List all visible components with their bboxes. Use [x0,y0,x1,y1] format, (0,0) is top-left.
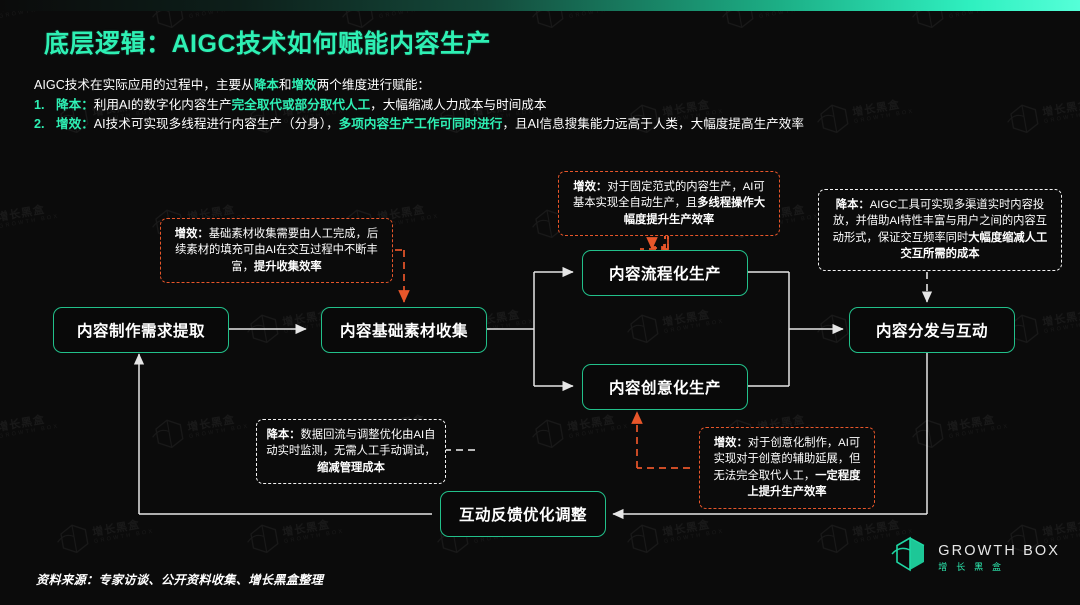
cube-icon [890,534,930,581]
intro-item-1-highlight: 完全取代或部分取代人工 [231,97,371,112]
callout-process-colon: ： [595,181,608,193]
callout-creative-bold: 一定程度上提升生产效率 [747,469,861,499]
top-gradient-bar [0,0,1080,11]
intro-lead-b: 和 [278,78,292,92]
intro-item-2-highlight: 多项内容生产工作可同时进行 [338,117,503,131]
brand-logo-text: GROWTH BOX 增 长 黑 盒 [938,543,1060,572]
callout-creative-body: 对于创意化制作，AI可实现对于创意的辅助延展，但无法完全取代人工， [713,437,861,482]
callout-process-note: 增效：对于固定范式的内容生产，AI可基本实现全自动生产，且多线程操作大幅度提升生… [558,171,780,237]
intro-item-1-colon: ： [81,97,94,112]
node-process-label: 内容流程化生产 [608,266,721,283]
intro-lead-hl1: 降本 [253,78,279,92]
brand-logo-cn: 增 长 黑 盒 [938,561,1005,572]
callout-process-bold: 多线程操作大幅度提升生产效率 [623,197,766,226]
node-feedback[interactable]: 互动反馈优化调整 [440,491,606,537]
callout-process-tag: 增效 [573,181,596,193]
node-material[interactable]: 内容基础素材收集 [321,307,487,353]
callout-creative-tag: 增效 [713,437,737,449]
callout-process-body: 对于固定范式的内容生产，AI可基本实现全自动生产，且 [572,181,765,210]
callout-distribute-body: AIGC工具可实现多渠道实时内容投放，并借助AI特性丰富与用户之间的内容互动形式… [832,199,1048,244]
callout-distribute-bold: 大幅度缩减人工交互所需的成本 [900,231,1048,261]
callout-material-tag: 增效 [174,228,198,240]
page-title: 底层逻辑：AIGC技术如何赋能内容生产 [44,30,492,58]
brand-logo-en: GROWTH BOX [938,542,1060,559]
node-distribute[interactable]: 内容分发与互动 [849,307,1015,353]
callout-creative-colon: ： [736,437,748,449]
node-process[interactable]: 内容流程化生产 [582,250,748,296]
intro-item-1-text-b: ，大幅缩减人力成本与时间成本 [370,97,547,112]
intro-block: AIGC技术在实际应用的过程中，主要从降本和增效两个维度进行赋能： 1.降本：利… [34,76,1064,135]
intro-item-2: 2. 增效：AI技术可实现多线程进行内容生产（分身），多项内容生产工作可同时进行，… [34,115,1064,135]
intro-lead-hl2: 增效 [291,78,317,92]
node-distribute-label: 内容分发与互动 [875,323,988,340]
callout-distribute-note: 降本：AIGC工具可实现多渠道实时内容投放，并借助AI特性丰富与用户之间的内容互… [818,189,1062,271]
intro-item-1-label: 降本 [56,97,82,112]
node-feedback-label: 互动反馈优化调整 [458,507,587,524]
node-demand-label: 内容制作需求提取 [76,323,205,340]
callout-creative-note: 增效：对于创意化制作，AI可实现对于创意的辅助延展，但无法完全取代人工，一定程度… [699,427,875,509]
intro-item-2-text-a: AI技术可实现多线程进行内容生产（分身）， [93,117,339,131]
callout-feedback-colon: ： [289,429,301,441]
callout-feedback-bold: 缩减管理成本 [317,461,385,474]
intro-lead: AIGC技术在实际应用的过程中，主要从降本和增效两个维度进行赋能： [34,76,1064,96]
brand-logo: GROWTH BOX 增 长 黑 盒 [890,534,1060,581]
callout-material-bold: 提升收集效率 [253,260,322,273]
callout-feedback-note: 降本：数据回流与调整优化由AI自动实时监测，无需人工手动调试， 缩减管理成本 [256,419,446,485]
intro-item-2-num: 2. [34,117,45,131]
intro-item-2-colon: ： [81,117,94,131]
intro-item-2-label: 增效 [56,117,82,131]
callout-material-body: 基础素材收集需要由人工完成，后续素材的填充可由AI在交互过程中不断丰富， [175,228,379,273]
intro-item-2-text-b: ，且AI信息搜集能力远高于人类，大幅度提高生产效率 [502,117,804,131]
node-demand[interactable]: 内容制作需求提取 [53,307,229,353]
intro-lead-a: AIGC技术在实际应用的过程中，主要从 [34,78,254,92]
callout-material-note: 增效：基础素材收集需要由人工完成，后续素材的填充可由AI在交互过程中不断丰富，提… [160,218,393,284]
callout-feedback-tag: 降本 [266,429,290,441]
intro-lead-c: 两个维度进行赋能： [316,78,431,92]
callout-distribute-colon: ： [858,199,870,211]
intro-item-1-text-a: 利用AI的数字化内容生产 [93,97,232,112]
intro-item-1: 1. 降本：利用AI的数字化内容生产完全取代或部分取代人工，大幅缩减人力成本与时间… [34,96,1064,116]
intro-item-1-num: 1. [34,97,45,112]
callout-distribute-tag: 降本 [835,199,859,211]
callout-feedback-body: 数据回流与调整优化由AI自动实时监测，无需人工手动调试， [266,429,436,458]
callout-material-colon: ： [197,228,209,240]
source-note: 资料来源：专家访谈、公开资料收集、增长黑盒整理 [36,573,324,587]
node-creative-label: 内容创意化生产 [608,380,721,397]
node-material-label: 内容基础素材收集 [339,323,468,340]
node-creative[interactable]: 内容创意化生产 [582,364,748,410]
